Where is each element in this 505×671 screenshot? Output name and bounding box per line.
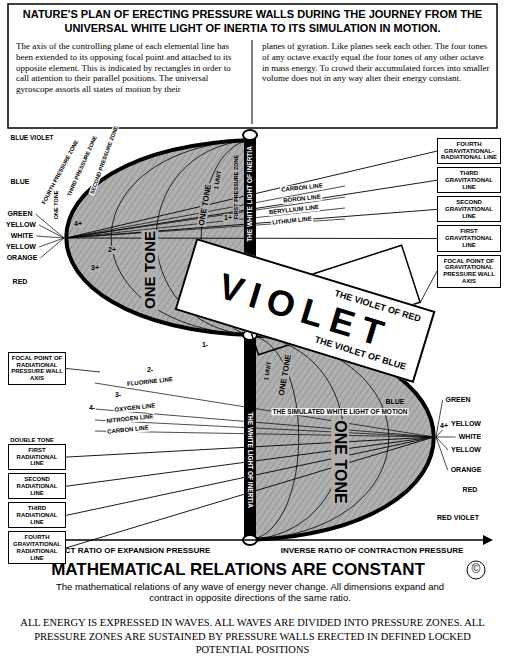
tone-number: 4+ <box>439 422 449 430</box>
copyright-mark: © <box>472 563 481 577</box>
callout-text: FOURTH GRAVITATIONAL RADIATIONAL LINE <box>11 534 63 561</box>
statement: The mathematical relations of any wave o… <box>40 582 460 604</box>
diagram-title: NATURE'S PLAN OF ERECTING PRESSURE WALLS… <box>16 8 489 36</box>
axis-rings <box>243 130 257 545</box>
ratio-arrow <box>12 535 493 545</box>
zone-label: FIRST PRESSURE ZONE <box>233 154 239 220</box>
axis-text: THE WHITE LIGHT OF INERTIA <box>246 146 253 242</box>
color-leader <box>436 437 448 470</box>
caption: ALL ENERGY IS EXPRESSED IN WAVES. ALL WA… <box>12 616 493 657</box>
color-label: BLUE <box>384 398 405 406</box>
copyright-ring <box>467 561 485 579</box>
callout-box: FOURTH GRAVITATIONAL-RADIATIONAL LINE <box>437 138 501 164</box>
element-line-label: FLUORINE LINE <box>126 376 174 388</box>
callout-box: THIRD RADIATIONAL LINE <box>8 502 66 528</box>
callout-text: SECOND RADIATIONAL LINE <box>11 476 63 496</box>
callout-box: FIRST GRAVITATIONAL LINE <box>437 225 501 251</box>
tone-label: ONE TONE <box>53 190 59 221</box>
color-label: GREEN <box>445 396 472 404</box>
color-label: RED <box>462 486 479 494</box>
ratio-label: DIRECT RATIO OF EXPANSION PRESSURE <box>46 546 211 555</box>
tone-label: ONE TONE <box>141 230 158 310</box>
callout-text: FOCAL POINT OF RADIATIONAL PRESSURE WALL… <box>11 355 63 382</box>
tone-number: 1- <box>201 341 209 349</box>
callout-text: FOURTH GRAVITATIONAL-RADIATIONAL LINE <box>440 141 498 161</box>
ratio-label: INVERSE RATIO OF CONTRACTION PRESSURE <box>281 546 464 555</box>
tone-number: 4+ <box>73 220 83 228</box>
color-leader <box>39 225 64 238</box>
axis-text: THE WHITE LIGHT OF INERTIA <box>246 412 253 508</box>
color-leader <box>35 214 64 238</box>
element-line <box>95 409 434 437</box>
title-frame <box>8 4 497 128</box>
callout-box: THIRD GRAVITATIONAL LINE <box>437 167 501 193</box>
motion-label: THE SIMULATED WHITE LIGHT OF MOTION <box>272 408 409 415</box>
color-label: BLUE VIOLET <box>10 134 55 141</box>
note-text: planes of gyration. Like planes seek eac… <box>262 41 490 84</box>
color-label: RED <box>12 278 29 286</box>
zone-label: FOURTH PRESSURE ZONE <box>40 138 80 206</box>
color-label: ORANGE <box>6 254 39 262</box>
element-line-label: CARBON LINE <box>106 424 150 435</box>
column-divider <box>252 40 253 124</box>
tone-number: 4- <box>88 404 96 412</box>
leader-line <box>66 368 100 372</box>
tone-number: 3+ <box>90 264 100 272</box>
color-leader <box>436 437 448 450</box>
callout-text: SECOND GRAVITATIONAL LINE <box>440 199 498 219</box>
color-label: GREEN <box>7 210 34 218</box>
color-label: WHITE <box>458 433 483 441</box>
callout-text: THIRD RADIATIONAL LINE <box>11 505 63 525</box>
color-label: BLUE <box>9 178 30 186</box>
element-line-label: BORON LINE <box>282 194 322 205</box>
tone-number: 2- <box>146 366 154 374</box>
color-label: YELLOW <box>450 420 482 428</box>
element-line <box>95 383 434 437</box>
callout-text: THIRD GRAVITATIONAL LINE <box>440 170 498 190</box>
leader-line <box>420 271 437 303</box>
tone-label: ONE TONE <box>331 419 349 504</box>
color-label: YELLOW <box>5 243 37 251</box>
callout-box: SECOND RADIATIONAL LINE <box>8 473 66 499</box>
callout-box: FOCAL POINT OF RADIATIONAL PRESSURE WALL… <box>8 352 66 385</box>
callout-box: FOCAL POINT OF GRAVITATIONAL PRESSURE WA… <box>437 255 501 288</box>
tone-number: 3- <box>114 391 122 399</box>
color-leader <box>40 238 64 258</box>
element-line-label: NITROGEN LINE <box>105 413 154 425</box>
element-line-label: LITHIUM LINE <box>271 215 313 226</box>
tone-label: DOUBLE TONE <box>9 437 55 444</box>
callout-text: FIRST GRAVITATIONAL LINE <box>440 228 498 248</box>
color-leader <box>436 437 456 438</box>
callout-text: FOCAL POINT OF GRAVITATIONAL PRESSURE WA… <box>440 258 498 285</box>
callout-box: FIRST RADIATIONAL LINE <box>8 444 66 470</box>
element-line <box>95 431 434 437</box>
tone-number: 2+ <box>107 246 117 254</box>
color-leader <box>36 236 64 238</box>
note-text: The axis of the controlling plane of eac… <box>16 41 242 95</box>
heading: MATHEMATICAL RELATIONS ARE CONSTANT <box>51 560 425 580</box>
callout-box: FOURTH GRAVITATIONAL RADIATIONAL LINE <box>8 531 66 564</box>
color-label: YELLOW <box>5 221 37 229</box>
callout-text: FIRST RADIATIONAL LINE <box>11 447 63 467</box>
color-label: YELLOW <box>450 446 482 454</box>
color-label: WHITE <box>10 232 35 240</box>
element-line-label: CARBON LINE <box>280 182 324 193</box>
element-line <box>95 420 434 437</box>
callout-box: SECOND GRAVITATIONAL LINE <box>437 196 501 222</box>
color-leader <box>39 238 64 247</box>
tone-number: 1+ <box>223 214 233 222</box>
color-label: RED VIOLET <box>436 514 480 522</box>
wave-curve <box>66 140 434 540</box>
color-label: ORANGE <box>450 466 483 474</box>
